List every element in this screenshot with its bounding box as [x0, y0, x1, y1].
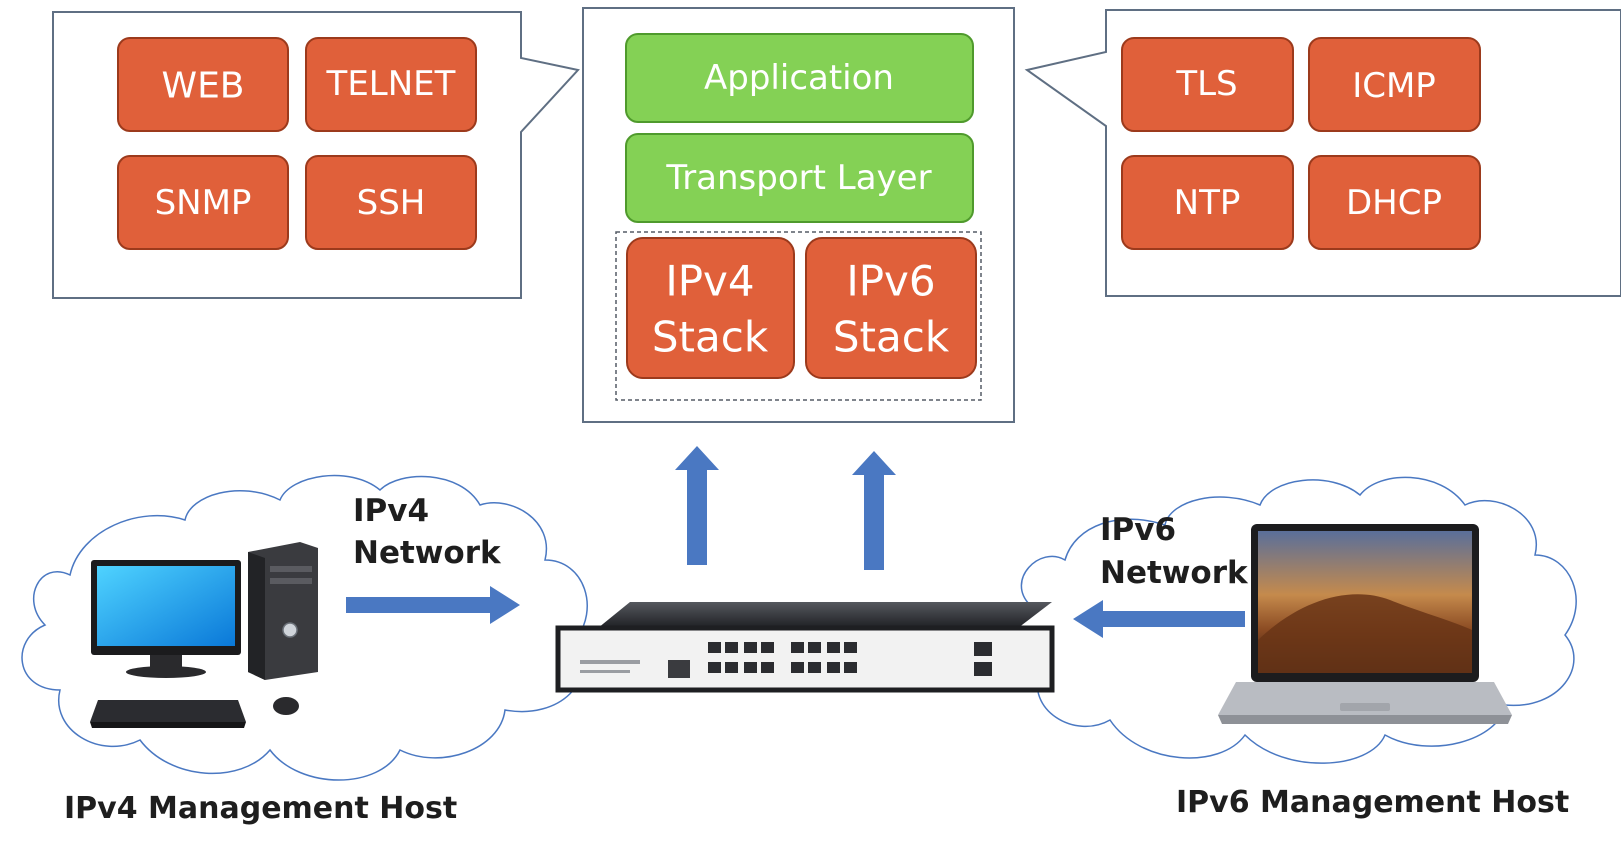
protocol-box-ntp: NTP: [1121, 155, 1294, 250]
transport-label: Transport Layer: [665, 158, 931, 198]
protocol-box-web: WEB: [117, 37, 289, 132]
protocol-box-telnet: TELNET: [305, 37, 477, 132]
ipv6-stack-box: IPv6 Stack: [805, 237, 977, 379]
desktop-computer-icon: [90, 542, 318, 728]
application-label: Application: [704, 58, 894, 98]
protocol-box-icmp: ICMP: [1308, 37, 1481, 132]
ipv4-stack-label-line2: Stack: [652, 313, 769, 362]
ipv4-stack-label-line1: IPv4: [665, 257, 754, 306]
application-layer-box: Application: [625, 33, 974, 123]
left-protocol-panel: WEB TELNET SNMP SSH: [52, 11, 580, 299]
ipv4-to-switch-arrow: [346, 586, 520, 624]
ipv6-stack-label-line2: Stack: [833, 313, 950, 362]
network-switch-icon: [555, 602, 1055, 693]
ipv4-network-label-line1: IPv4: [353, 493, 429, 529]
ipv6-to-switch-arrow: [1073, 600, 1245, 638]
dual-stack-dashed-frame: [615, 231, 982, 401]
ipv4-stack-box: IPv4 Stack: [626, 237, 795, 379]
ipv6-host-label: IPv6 Management Host: [1176, 785, 1569, 820]
laptop-icon: [1218, 524, 1512, 724]
arrows: [346, 446, 1245, 638]
protocol-stack-panel: Application Transport Layer IPv4 Stack I…: [582, 7, 1015, 423]
transport-layer-box: Transport Layer: [625, 133, 974, 223]
protocol-box-snmp: SNMP: [117, 155, 289, 250]
protocol-label: NTP: [1174, 183, 1241, 223]
protocol-label: SNMP: [155, 183, 252, 223]
protocol-label: SSH: [357, 183, 426, 223]
right-protocol-panel: TLS ICMP NTP DHCP: [1024, 9, 1621, 297]
protocol-box-tls: TLS: [1121, 37, 1294, 132]
protocol-label: TELNET: [326, 64, 456, 104]
ipv6-network-label-line1: IPv6: [1100, 512, 1176, 548]
ipv4-host-label: IPv4 Management Host: [64, 791, 457, 826]
ipv6-stack-label-line1: IPv6: [846, 257, 935, 306]
protocol-label: WEB: [161, 66, 244, 107]
protocol-label: TLS: [1175, 64, 1237, 104]
ipv4-network-label-line2: Network: [353, 535, 502, 571]
switch-ports: [708, 642, 992, 676]
switch-to-ipv6-stack-arrow: [852, 451, 896, 570]
protocol-label: DHCP: [1346, 183, 1442, 223]
protocol-label: ICMP: [1352, 66, 1436, 106]
switch-to-ipv4-stack-arrow: [675, 446, 719, 565]
protocol-box-dhcp: DHCP: [1308, 155, 1481, 250]
protocol-box-ssh: SSH: [305, 155, 477, 250]
ipv6-network-label-line2: Network: [1100, 555, 1249, 591]
